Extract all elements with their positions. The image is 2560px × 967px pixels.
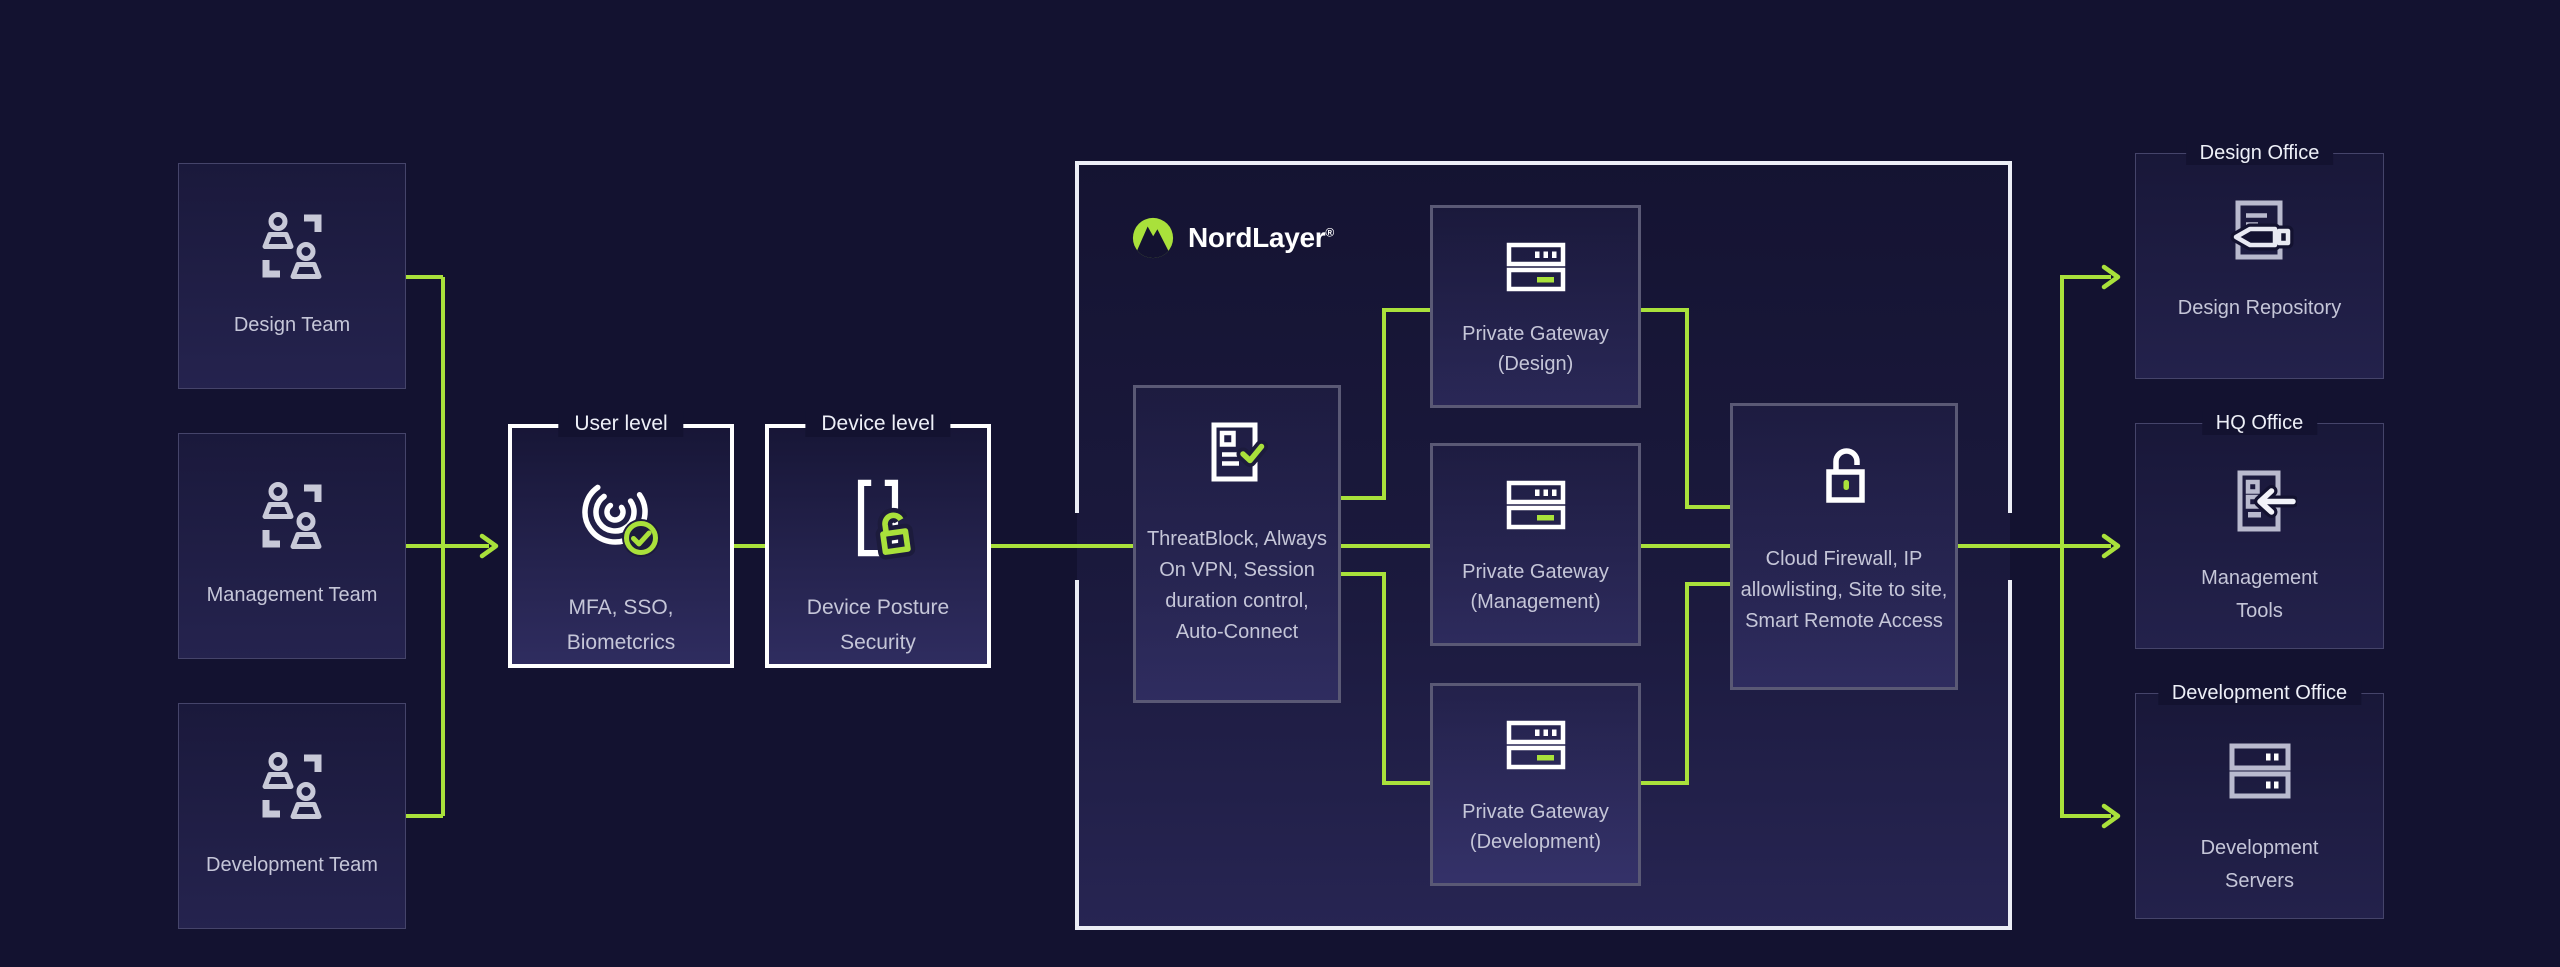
fingerprint-check-icon (582, 484, 660, 557)
threatblock-label: ThreatBlock, Always On VPN, Session dura… (1146, 528, 1328, 643)
padlock-open-icon (1826, 448, 1865, 503)
document-pencil-icon (2230, 200, 2293, 260)
private-gateway-design-box: Private Gateway (Design) (1430, 205, 1641, 408)
private-gateway-development-box: Private Gateway (Development) (1430, 683, 1641, 886)
device-level-label: Device Posture Security (806, 596, 950, 654)
office-label: Design Repository (2177, 297, 2342, 319)
cloud-firewall-label: Cloud Firewall, IP allowlisting, Site to… (1740, 548, 1948, 632)
device-level-tag: Device level (805, 411, 951, 437)
development-team-box: Development Team (178, 703, 406, 929)
office-label: Management Tools (2201, 567, 2318, 622)
nordlayer-wordmark: NordLayer® (1188, 222, 1334, 253)
arrow-right-icon (479, 533, 499, 559)
nordlayer-logo: NordLayer® (1131, 216, 1334, 260)
hq-office-box: HQ Office Management Tools (2135, 411, 2384, 649)
private-gateway-management-box: Private Gateway (Management) (1430, 443, 1641, 646)
nordlayer-mark-icon (1132, 217, 1174, 259)
document-check-icon (1211, 422, 1268, 482)
gateway-label: Private Gateway (Design) (1462, 323, 1609, 375)
development-office-tag: Development Office (2157, 681, 2362, 705)
team-icon (262, 212, 322, 279)
design-office-box: Design Office Design Repository (2135, 141, 2384, 379)
server-icon (1506, 480, 1565, 530)
panel-arrow-left-icon (2237, 470, 2297, 532)
user-level-box: User level MFA, SSO, Biometcrics (508, 411, 734, 668)
team-label: Management Team (206, 584, 378, 606)
management-team-box: Management Team (178, 433, 406, 659)
device-level-box: Device level Device Posture Security (765, 411, 991, 668)
phone-unlock-icon (857, 479, 916, 560)
team-label: Design Team (233, 314, 351, 336)
platform-border (1075, 161, 2012, 930)
user-level-label: MFA, SSO, Biometcrics (566, 596, 676, 654)
team-icon (262, 752, 322, 819)
office-label: Development Servers (2200, 837, 2319, 892)
hq-office-tag: HQ Office (2201, 411, 2318, 435)
team-icon (262, 482, 322, 549)
team-label: Development Team (206, 854, 378, 876)
threatblock-box: ThreatBlock, Always On VPN, Session dura… (1133, 385, 1341, 703)
design-office-tag: Design Office (2185, 141, 2334, 165)
arrow-right-icon (2101, 264, 2121, 829)
server-icon (1506, 720, 1565, 770)
design-team-box: Design Team (178, 163, 406, 389)
cloud-firewall-box: Cloud Firewall, IP allowlisting, Site to… (1730, 403, 1958, 690)
user-level-tag: User level (558, 411, 684, 437)
server-icon (1506, 242, 1565, 292)
servers-stack-icon (2229, 743, 2290, 799)
gateway-label: Private Gateway (Development) (1462, 801, 1609, 853)
gateway-label: Private Gateway (Management) (1462, 561, 1609, 613)
development-office-box: Development Office Development Servers (2135, 681, 2384, 919)
